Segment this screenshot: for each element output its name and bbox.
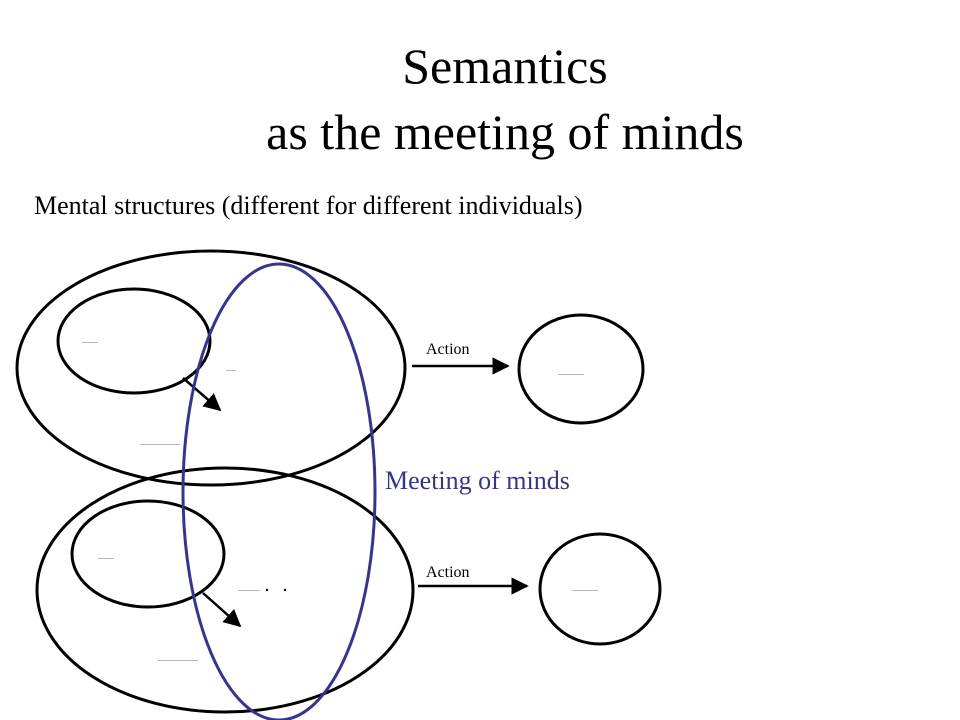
slide-subtitle: Mental structures (different for differe… [34,191,583,220]
bottom-outer-faint-mark [158,660,198,661]
bottom-action-label: Action [426,564,470,581]
top-inner-ellipse [56,287,212,395]
top-action-circle [517,313,645,425]
meeting-of-minds-ellipse [181,262,377,720]
top-overlap-faint-mark [226,370,236,371]
top-inner-faint-mark [82,342,98,343]
slide-title-line-2: as the meeting of minds [266,104,744,160]
bottom-inner-ellipse [70,499,226,609]
bottom-inner-arrow [202,592,242,628]
bottom-mind-group: Action [35,466,662,714]
bottom-dot-mark [283,588,287,592]
slide-title-line-1: Semantics [402,38,608,94]
top-mind-group: Action [15,249,645,487]
bottom-inner-faint-mark [98,558,114,559]
top-inner-arrow [182,377,222,412]
top-circle-faint-mark [558,374,584,375]
bottom-action-circle [538,532,662,646]
bottom-outer-ellipse [35,466,415,714]
top-outer-faint-mark [140,444,180,445]
bottom-dot-mark [265,588,269,592]
meeting-of-minds-label: Meeting of minds [385,466,570,495]
bottom-circle-faint-mark [572,590,598,591]
top-outer-ellipse [15,249,407,487]
top-action-label: Action [426,341,470,358]
bottom-overlap-faint-mark [238,590,260,591]
